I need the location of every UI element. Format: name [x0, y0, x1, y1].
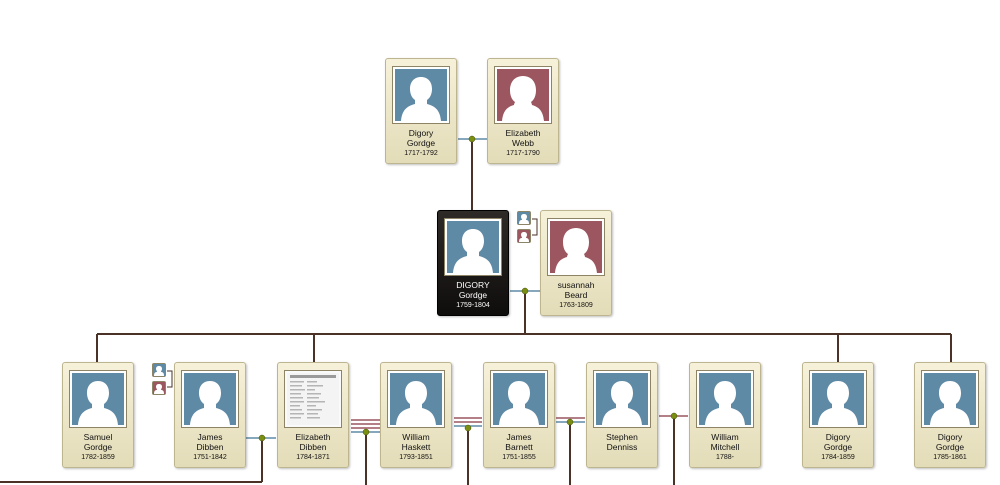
- silhouette-male-icon: [490, 370, 548, 428]
- silhouette-female-icon: [547, 218, 605, 276]
- mother-icon[interactable]: [152, 381, 166, 395]
- silhouette-male-icon: [593, 370, 651, 428]
- silhouette-male-icon: [181, 370, 239, 428]
- mother-icon[interactable]: [517, 229, 531, 243]
- silhouette-male-icon: [444, 218, 502, 276]
- person-dates: 1782-1859: [81, 454, 115, 461]
- silhouette-male-icon: [392, 66, 450, 124]
- silhouette-male-icon: [696, 370, 754, 428]
- person-dates: 1788-: [716, 454, 734, 461]
- person-dates: 1717-1792: [404, 150, 438, 157]
- person-dates: 1759-1804: [456, 302, 490, 309]
- marriage-junction: [258, 434, 266, 442]
- marriage-junction: [464, 424, 472, 432]
- marriage-junction: [468, 135, 476, 143]
- marriage-junction: [362, 428, 370, 436]
- silhouette-male-icon: [809, 370, 867, 428]
- person-dates: 1784-1859: [821, 454, 855, 461]
- person-dates: 1751-1842: [193, 454, 227, 461]
- marriage-junction: [521, 287, 529, 295]
- person-dates: 1751-1855: [502, 454, 536, 461]
- person-dates: 1793-1851: [399, 454, 433, 461]
- person-dates: 1784-1871: [296, 454, 330, 461]
- silhouette-male-icon: [69, 370, 127, 428]
- father-icon[interactable]: [517, 211, 531, 225]
- person-dates: 1763-1809: [559, 302, 593, 309]
- silhouette-male-icon: [387, 370, 445, 428]
- father-icon[interactable]: [152, 363, 166, 377]
- silhouette-male-icon: [921, 370, 979, 428]
- person-dates: 1785-1861: [933, 454, 967, 461]
- document-photo-icon: [284, 370, 342, 428]
- marriage-junction: [670, 412, 678, 420]
- silhouette-female-icon: [494, 66, 552, 124]
- marriage-junction: [566, 418, 574, 426]
- person-dates: 1717-1790: [506, 150, 540, 157]
